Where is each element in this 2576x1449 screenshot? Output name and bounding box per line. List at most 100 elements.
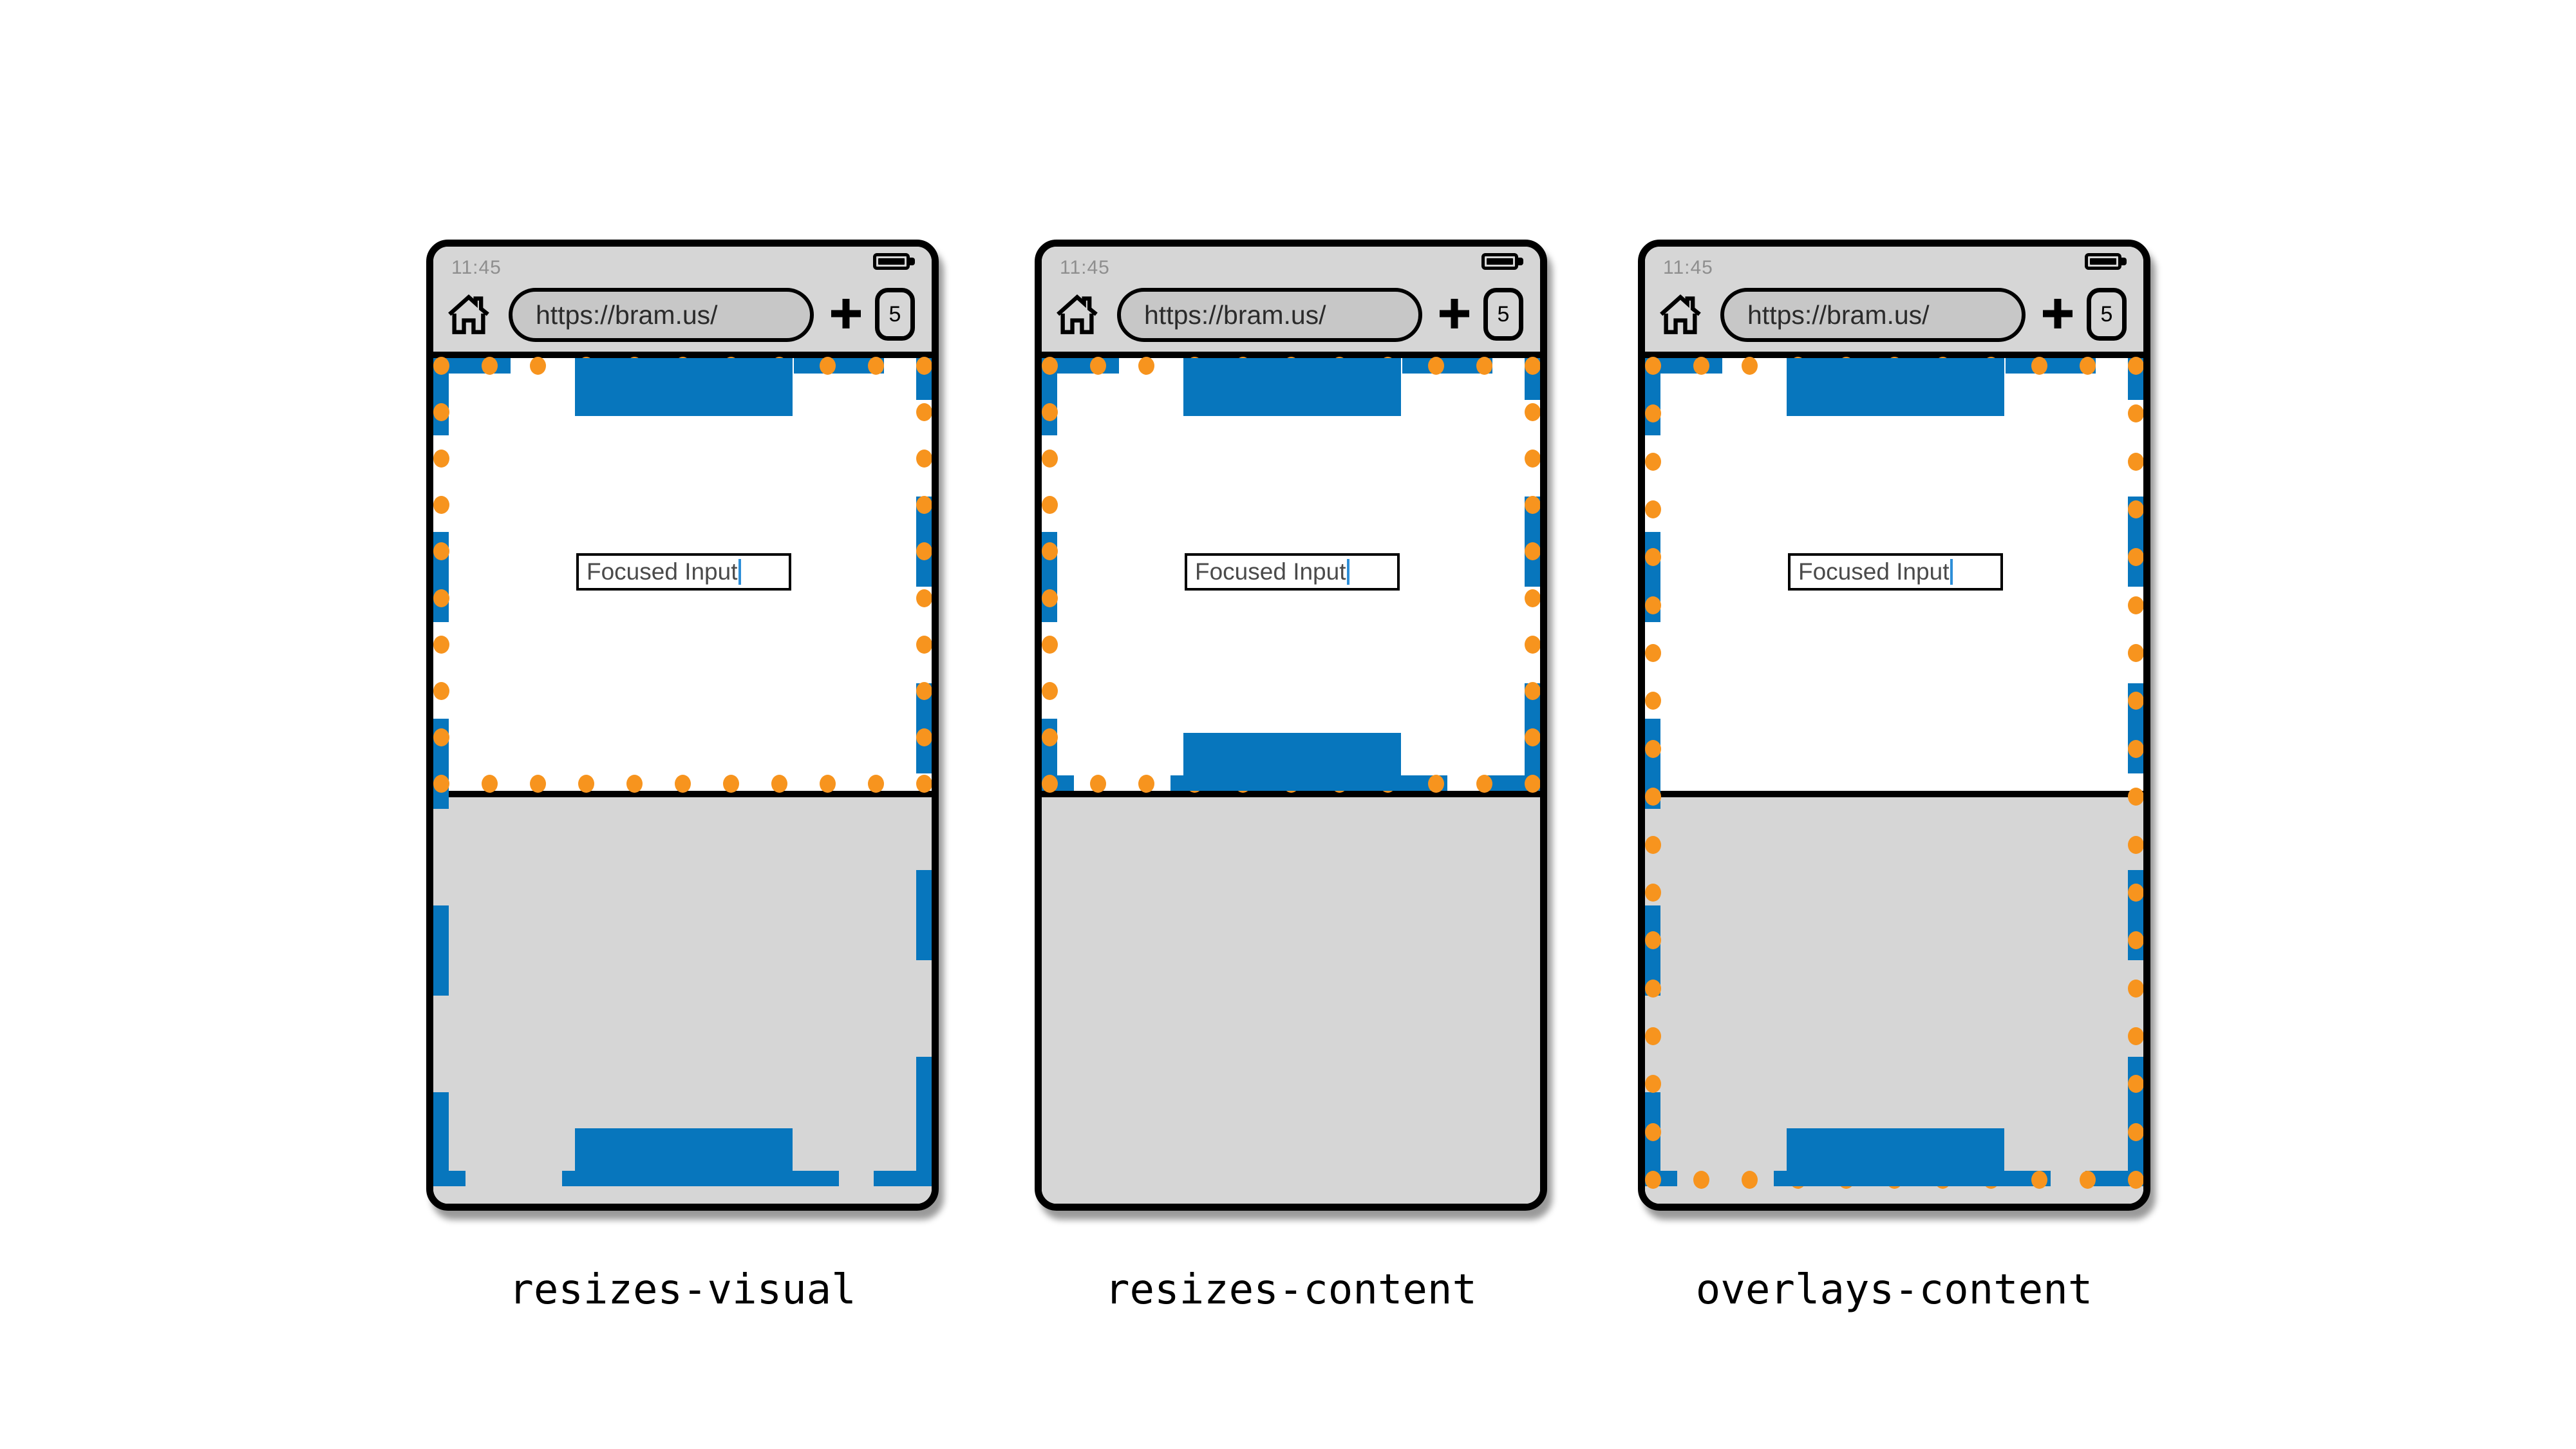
visual-viewport-dot (1476, 775, 1492, 793)
plus-icon[interactable] (2039, 295, 2076, 332)
plus-icon[interactable] (1436, 295, 1473, 332)
tab-counter-button[interactable]: 5 (2087, 288, 2127, 341)
visual-viewport-dot (1524, 681, 1540, 700)
visual-viewport-dot (2127, 739, 2143, 758)
text-caret (1347, 559, 1350, 585)
visual-viewport-dot (1524, 403, 1540, 422)
web-page-viewport: Focused Input (1042, 357, 1540, 1204)
visual-viewport-dot (1645, 883, 1661, 902)
home-icon[interactable] (446, 293, 491, 336)
visual-viewport-dot (1645, 644, 1661, 663)
visual-viewport-dot (529, 357, 546, 375)
visual-viewport-dot (433, 357, 449, 375)
web-page-viewport: Focused Input (433, 357, 932, 1204)
page-header-block (1787, 358, 2004, 416)
status-bar-clock: 11:45 (1663, 257, 1713, 278)
visual-viewport-dot (433, 681, 449, 700)
keyboard-top-edge (1042, 791, 1540, 797)
variant-label-resizes-content: resizes-content (1105, 1266, 1477, 1314)
focused-input[interactable]: Focused Input (1788, 553, 2003, 591)
visual-viewport-dot (916, 728, 932, 746)
browser-chrome: 11:45 https://bram.us/ 5 (433, 247, 932, 352)
visual-viewport-dot (1645, 788, 1661, 806)
visual-viewport-dot (916, 403, 932, 422)
visual-viewport-dot (916, 357, 932, 375)
visual-viewport-dot (916, 496, 932, 515)
tab-counter-button[interactable]: 5 (1483, 288, 1523, 341)
visual-viewport-dot (578, 775, 594, 793)
visual-viewport-dot (1524, 357, 1540, 375)
url-text: https://bram.us/ (536, 299, 718, 330)
visual-viewport-dot (2079, 357, 2096, 375)
focused-input[interactable]: Focused Input (576, 553, 791, 591)
input-value: Focused Input (1195, 558, 1346, 585)
visual-viewport-dot (1524, 728, 1540, 746)
visual-viewport-dot (2127, 931, 2143, 950)
page-header-block (575, 358, 793, 416)
visual-viewport-dot (2127, 1122, 2143, 1141)
visual-viewport-dot (1693, 357, 1709, 375)
visual-viewport-dot (2127, 404, 2143, 423)
visual-viewport-dot (1645, 1122, 1661, 1141)
visual-viewport-dot (1645, 739, 1661, 758)
battery-icon (2085, 253, 2127, 271)
text-caret (738, 559, 742, 585)
visual-viewport-dot (1645, 596, 1661, 614)
browser-toolbar: https://bram.us/ 5 (433, 285, 932, 350)
visual-viewport-dot (2127, 1171, 2143, 1189)
visual-viewport-dot (1741, 1171, 1758, 1189)
visual-viewport-dot (722, 775, 739, 793)
visual-viewport-dot (433, 496, 449, 515)
visual-viewport-dot (1089, 357, 1106, 375)
visual-viewport-dot (1645, 1075, 1661, 1094)
visual-viewport-dot (1042, 589, 1058, 607)
url-text: https://bram.us/ (1144, 299, 1326, 330)
url-bar[interactable]: https://bram.us/ (1720, 288, 2026, 342)
url-bar[interactable]: https://bram.us/ (1117, 288, 1422, 342)
visual-viewport-dot (1645, 452, 1661, 471)
visual-viewport-dot (674, 775, 691, 793)
plus-icon[interactable] (827, 295, 865, 332)
visual-viewport-dot (771, 775, 787, 793)
visual-viewport-dot (626, 775, 643, 793)
visual-viewport-dot (2127, 1075, 2143, 1094)
visual-viewport-dot (1645, 1171, 1661, 1189)
variant-label-resizes-visual: resizes-visual (509, 1266, 856, 1314)
visual-viewport-dot (1042, 450, 1058, 468)
visual-viewport-dot (481, 357, 498, 375)
text-caret (1950, 559, 1953, 585)
url-bar[interactable]: https://bram.us/ (509, 288, 814, 342)
home-icon[interactable] (1055, 293, 1100, 336)
visual-viewport-dot (1089, 775, 1106, 793)
visual-viewport-dot (1427, 357, 1444, 375)
layout-viewport-border-right (916, 358, 932, 1186)
visual-viewport-dot (529, 775, 546, 793)
visual-viewport-dot (1645, 835, 1661, 854)
visual-viewport-dot (916, 635, 932, 654)
phone-mockup-resizes-visual: 11:45 https://bram.us/ 5 (426, 240, 939, 1211)
layout-viewport-border-right (2128, 358, 2143, 1186)
virtual-keyboard-area (1042, 797, 1540, 1204)
home-icon[interactable] (1658, 293, 1703, 336)
tab-count: 5 (888, 301, 901, 327)
visual-viewport-dot (1476, 357, 1492, 375)
visual-viewport-dot (1427, 775, 1444, 793)
focused-input[interactable]: Focused Input (1185, 553, 1400, 591)
tab-counter-button[interactable]: 5 (875, 288, 915, 341)
visual-viewport-dot (1524, 542, 1540, 561)
phone-mockup-overlays-content: 11:45 https://bram.us/ 5 (1638, 240, 2150, 1211)
visual-viewport-dot (1138, 357, 1154, 375)
url-text: https://bram.us/ (1747, 299, 1930, 330)
phone-mockup-resizes-content: 11:45 https://bram.us/ 5 (1035, 240, 1547, 1211)
visual-viewport-dot (2127, 788, 2143, 806)
keyboard-top-edge (433, 791, 932, 797)
visual-viewport-dot (867, 775, 884, 793)
visual-viewport-dot (2127, 1027, 2143, 1045)
page-footer-block (1787, 1128, 2004, 1186)
visual-viewport-dot (1741, 357, 1758, 375)
visual-viewport-dot (1042, 357, 1058, 375)
visual-viewport-dot (867, 357, 884, 375)
visual-viewport-dot (916, 775, 932, 793)
visual-viewport-dot (433, 775, 449, 793)
visual-viewport-dot (916, 681, 932, 700)
